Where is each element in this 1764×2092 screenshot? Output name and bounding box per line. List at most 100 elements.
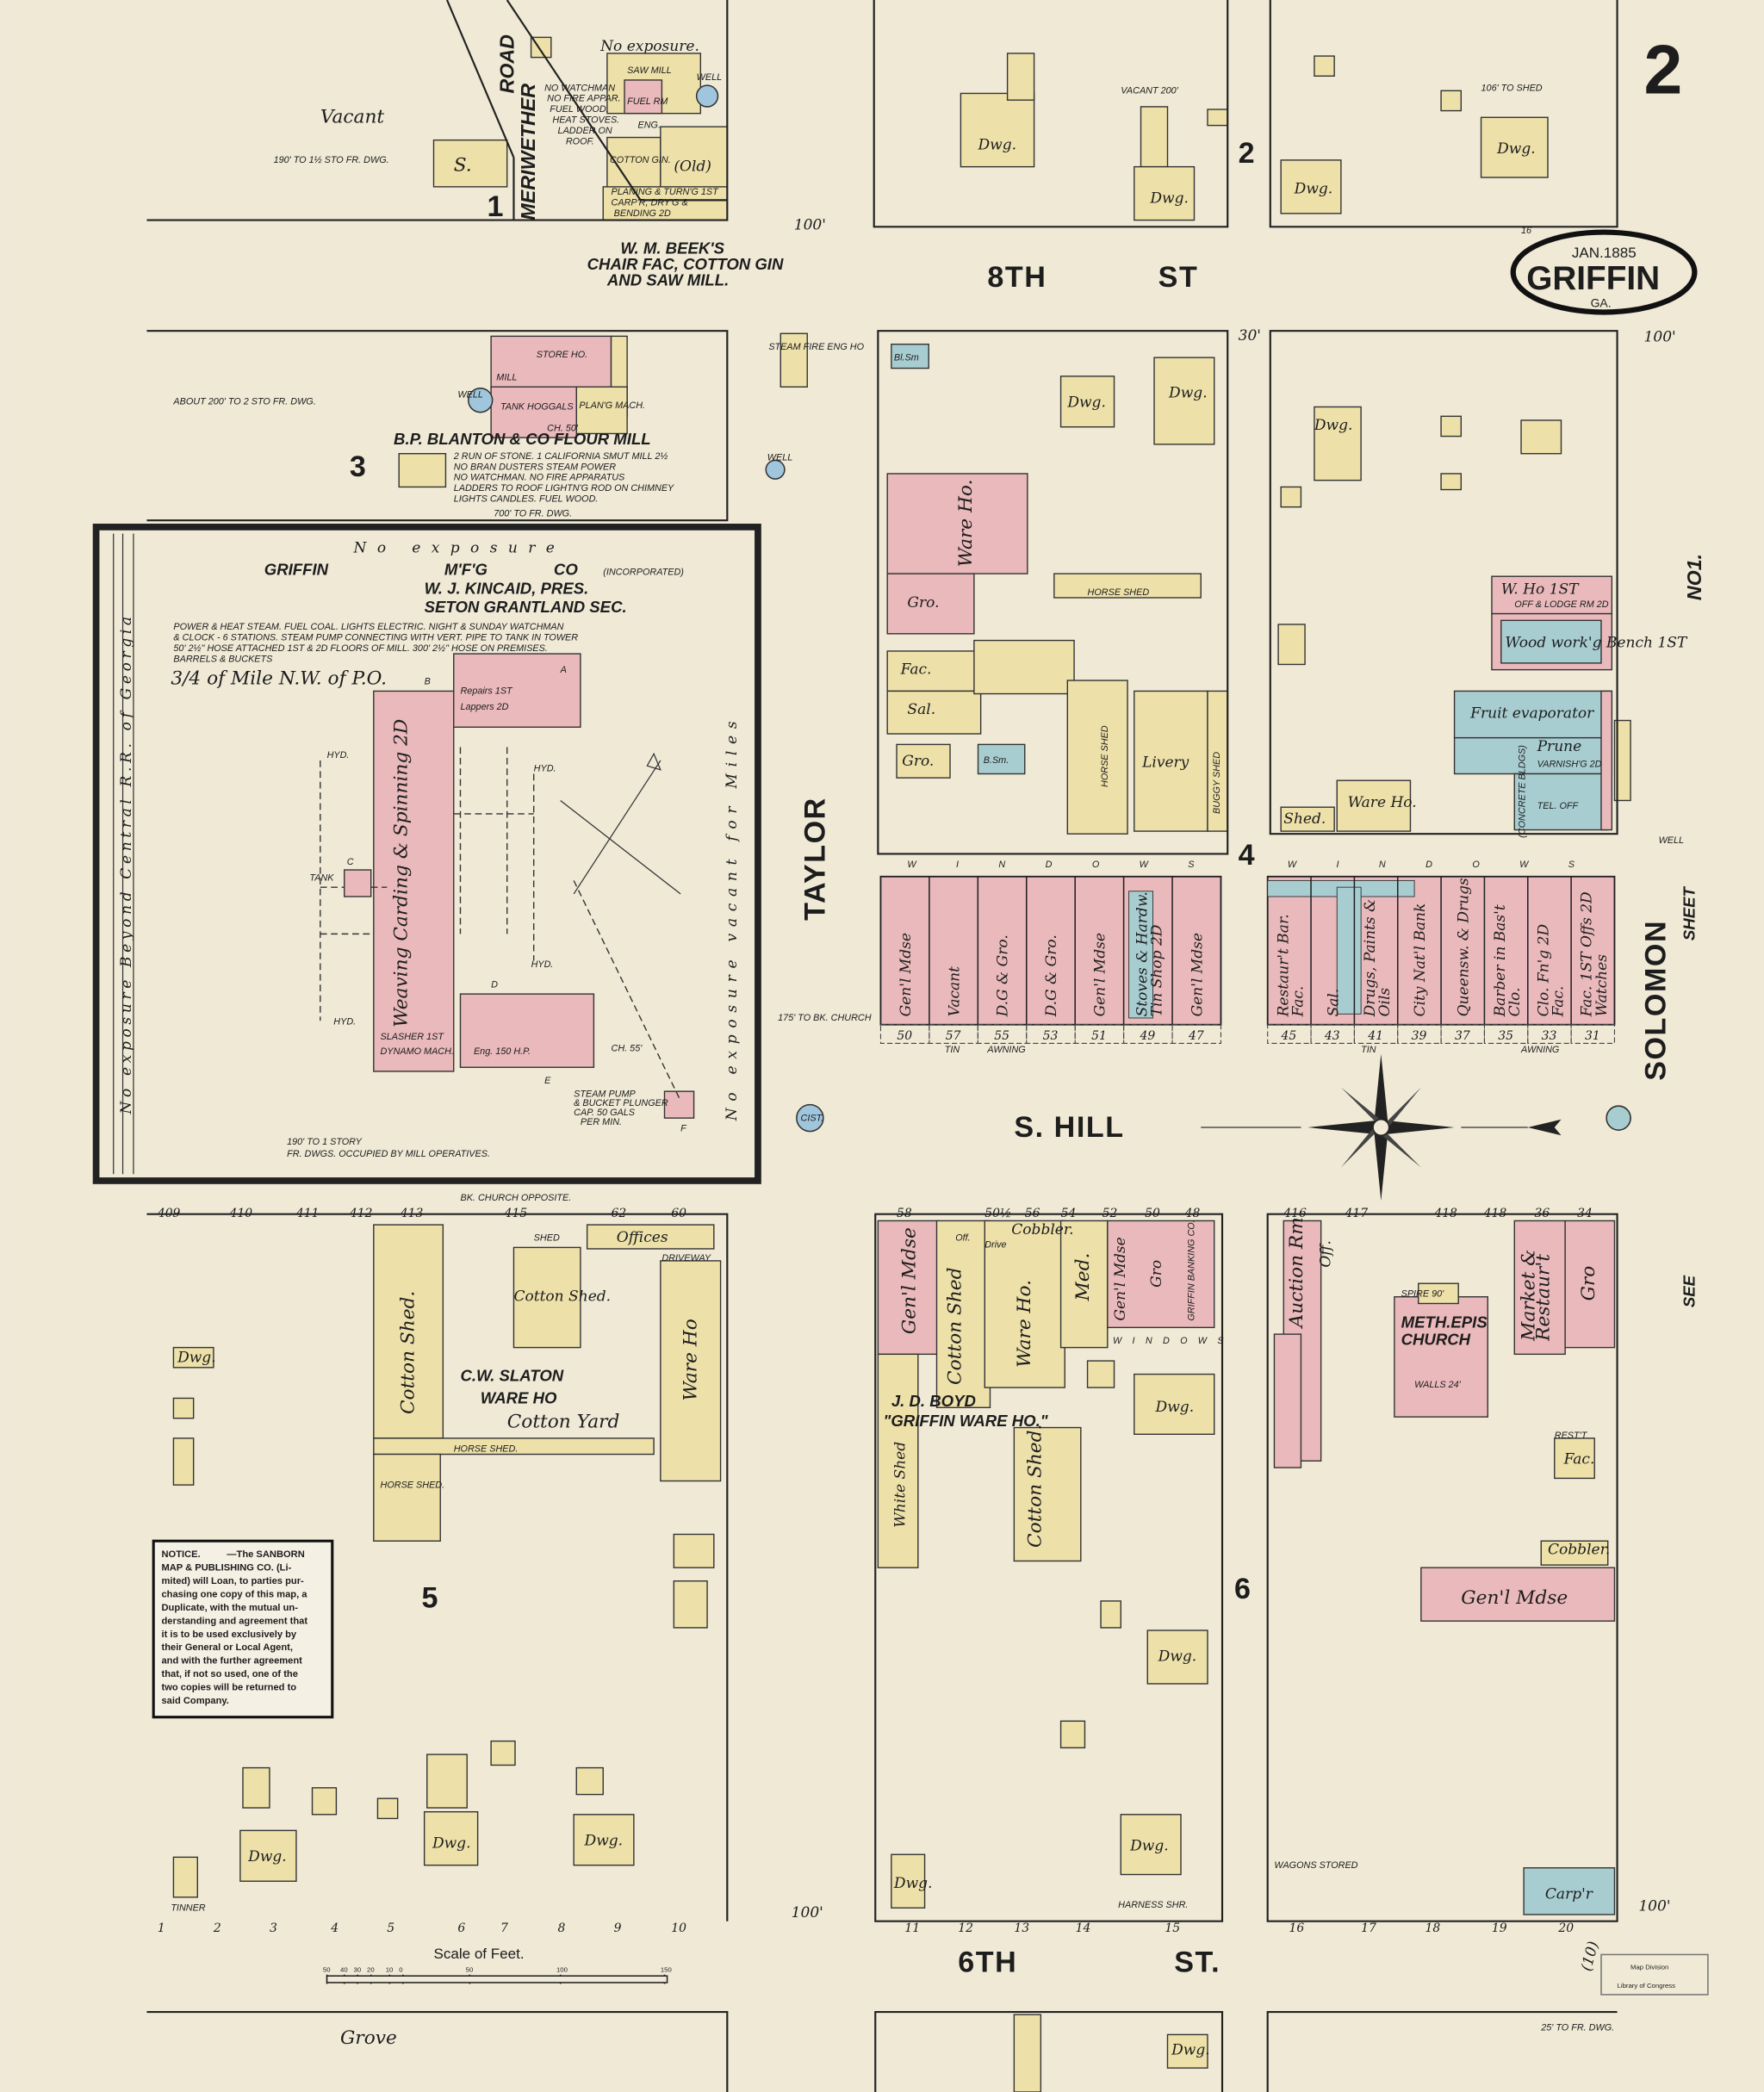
see-sheet-see: SEE	[1680, 1275, 1698, 1307]
text-line: Clo.	[1506, 988, 1524, 1017]
building-footprint	[432, 139, 508, 188]
building-footprint	[1314, 55, 1335, 77]
label-gro2: Gro.	[902, 753, 934, 770]
text-line: Fac. 1ST Offs 2D	[1579, 891, 1596, 1017]
mill-no-exposure: No exposure	[353, 539, 566, 556]
building-footprint	[344, 869, 372, 897]
mill-label-a: A	[560, 665, 567, 675]
street-solomon: SOLOMON	[1639, 920, 1672, 1081]
cartouche-state: GA.	[1591, 295, 1612, 309]
see-sheet-sheet: SHEET	[1680, 886, 1698, 941]
mill-left-side: No exposure Beyond Central R.R. of Georg…	[118, 612, 135, 1114]
text-line: Barber in Bas't	[1492, 904, 1509, 1017]
building-footprint	[877, 1353, 919, 1568]
note: LADDERS TO ROOF LIGHTN'G ROD ON CHIMNEY	[454, 483, 674, 494]
street-6th: 6TH	[958, 1946, 1017, 1979]
building-footprint	[490, 1740, 516, 1766]
scale-tick-label: 50	[466, 1966, 474, 1974]
boyd-title2: "GRIFFIN WARE HO."	[884, 1412, 1048, 1430]
scale-tick-label: 150	[661, 1966, 672, 1974]
mill-pres: W. J. KINCAID, PRES.	[425, 579, 589, 597]
hill-right-awning: AWNING	[1520, 1045, 1559, 1055]
block-outlines	[92, 0, 1618, 2092]
beeks-notes: NO WATCHMAN NO FIRE APPAR. FUEL WOOD. HE…	[544, 83, 621, 146]
lot-number: 20	[1557, 1921, 1574, 1935]
note: NO FIRE APPAR.	[547, 94, 620, 104]
building-footprint	[1100, 1600, 1121, 1629]
notice-line: derstanding and agreement that	[161, 1616, 307, 1626]
note: 2 RUN OF STONE. 1 CALIFORNIA SMUT MILL 2…	[453, 451, 668, 462]
label-banking: GRIFFIN BANKING CO.	[1186, 1220, 1196, 1320]
building-footprint	[172, 1397, 195, 1419]
lot-number: 14	[1076, 1921, 1091, 1935]
label-dwg: Dwg.	[584, 1832, 624, 1849]
lot-number: 17	[1361, 1921, 1376, 1935]
store-label: Vacant	[946, 966, 963, 1017]
mill-name2: M'F'G	[444, 561, 488, 579]
mill-label-f: F	[680, 1124, 687, 1134]
building-footprint	[886, 690, 982, 735]
street-number: 51	[1091, 1029, 1107, 1043]
building-footprint	[1134, 165, 1196, 221]
lot-number: 9	[614, 1921, 622, 1935]
hill-right-tin: TIN	[1361, 1045, 1376, 1055]
building-footprint	[172, 1346, 214, 1369]
store-label: Clo. Fn'g 2DFac.	[1535, 924, 1567, 1018]
lot-number: 11	[904, 1921, 920, 1935]
note: 50' 2½" HOSE ATTACHED 1ST & 2D FLOORS OF…	[173, 643, 547, 654]
scale-tick-label: 100	[556, 1966, 568, 1974]
lot-number: 1	[158, 1921, 165, 1935]
building-footprint	[891, 343, 929, 369]
building-footprint	[1280, 806, 1335, 832]
hill-right-windows: W I N D O W S	[1288, 860, 1593, 870]
note: NO WATCHMAN	[544, 83, 615, 93]
label-planing2: CARP'R, DRY'G &	[612, 198, 688, 208]
cistern-icon	[1606, 1105, 1631, 1131]
store-label: City Nat'l Bank	[1412, 903, 1429, 1017]
building-footprint	[573, 1814, 635, 1866]
hill-left-awning: AWNING	[986, 1045, 1025, 1055]
store-label: Queensw. & Drugs	[1455, 878, 1472, 1016]
street-number: 33	[1542, 1029, 1557, 1043]
scale-tick-label: 0	[399, 1966, 402, 1974]
well-icon	[765, 459, 786, 480]
label-vacant-200: VACANT 200'	[1121, 85, 1178, 96]
building-footprint	[490, 386, 577, 438]
label-well: WELL	[767, 452, 792, 462]
label-planing: PLANING & TURN'G 1ST	[612, 187, 720, 197]
building-footprint	[373, 1437, 655, 1456]
mill-hyd: HYD.	[534, 763, 556, 773]
building-footprint	[1554, 1437, 1595, 1480]
store-label: D.G & Gro.	[995, 934, 1012, 1017]
label-well: WELL	[697, 72, 723, 83]
label-dist: 25' TO FR. DWG.	[1540, 2023, 1614, 2033]
text-line: Stoves & Hardw.	[1134, 891, 1151, 1016]
label-off: Off.	[955, 1233, 970, 1244]
building-footprint	[1140, 106, 1169, 168]
dist-100: 100'	[794, 216, 826, 233]
slaton-title: C.W. SLATON	[460, 1366, 563, 1384]
notice-line: it is to be used exclusively by	[161, 1630, 296, 1640]
dist-100: 100'	[792, 1904, 823, 1921]
label-dist: 190' TO 1½ STO FR. DWG.	[274, 155, 389, 165]
building-footprint	[1053, 573, 1202, 599]
notice-line: two copies will be returned to	[161, 1683, 296, 1693]
building-footprint	[673, 1580, 708, 1629]
building-footprint	[1540, 1540, 1609, 1566]
scale-tick-label: 20	[367, 1966, 375, 1974]
building-footprint	[373, 1453, 441, 1542]
text-line: Clo. Fn'g 2D	[1535, 924, 1552, 1017]
scale-title: Scale of Feet.	[434, 1946, 525, 1962]
label-dist: 175' TO BK. CHURCH	[778, 1013, 872, 1023]
lot-number: 8	[558, 1921, 566, 1935]
building-footprint	[426, 1754, 468, 1809]
building-footprint	[459, 993, 595, 1068]
street-number: 47	[1188, 1029, 1204, 1043]
street-number: 41	[1367, 1029, 1383, 1043]
label-drive: Drive	[984, 1239, 1006, 1250]
note: LIGHTS CANDLES. FUEL WOOD.	[454, 494, 599, 504]
label-steam-fire: STEAM FIRE ENG HO	[768, 342, 864, 352]
building-footprint	[606, 136, 662, 195]
store-label: Restaur't Bar.Fac.	[1275, 914, 1307, 1017]
